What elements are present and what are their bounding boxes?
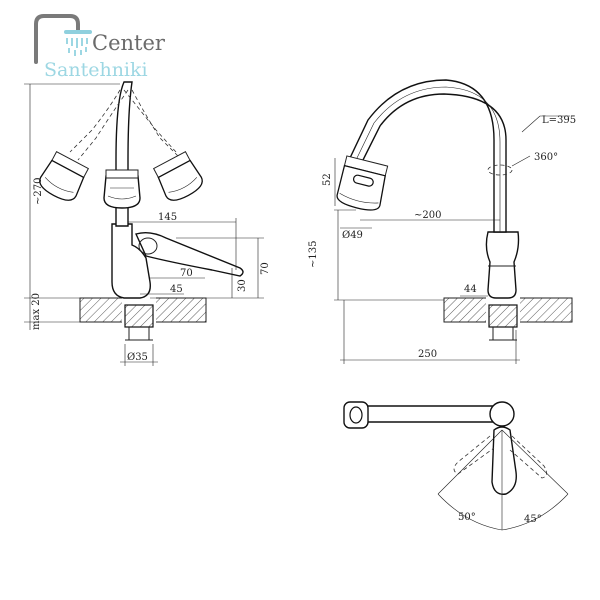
dim-total-width: 250 [418,349,437,360]
dim-spout-clear: 30 [237,279,248,292]
dim-base-height-2: 70 [260,262,271,275]
dim-height-total: ~270 [33,178,44,205]
side-body [485,231,520,299]
dim-base-width: 45 [170,284,183,295]
brand-logo: Center Santehniki [34,14,166,81]
rotation-ellipse [487,164,513,176]
spout-head-center [103,175,141,209]
lever-handle [135,231,244,277]
alt-arm-left [69,89,121,153]
angle-right: 45° [524,514,542,525]
spray-head [336,155,389,211]
dim-base: 44 [464,284,477,295]
spout-head-right [152,150,203,201]
dim-length: L=395 [542,115,576,126]
angle-left: 50° [458,512,476,523]
logo-line-1: Center [92,31,166,55]
dim-base-height-1: 70 [180,268,193,279]
front-view: ~270 max 20 145 70 70 30 45 Ø35 [24,81,271,366]
side-view: ~135 52 ~200 Ø49 L=395 360° 44 250 [308,79,576,364]
dim-lever-reach: 145 [158,212,177,223]
thread-connector [124,304,154,328]
dim-height-135: ~135 [308,241,319,268]
dim-max-thread: max 20 [31,293,42,330]
logo-line-2: Santehniki [44,59,148,81]
top-view: 50° 45° [343,401,569,531]
top-handle [491,426,517,495]
alt-handle-left [453,435,495,475]
spout-head-left [39,150,90,201]
dim-head-size: 52 [322,173,333,186]
dim-diameter: Ø35 [127,352,148,363]
alt-handle-right [509,435,547,479]
dim-reach: ~200 [414,210,441,221]
faucet-body [111,223,151,299]
dim-rotation: 360° [534,152,558,163]
alt-arm-right [123,89,177,153]
dim-aerator: Ø49 [342,230,363,241]
shower-icon [34,14,92,64]
